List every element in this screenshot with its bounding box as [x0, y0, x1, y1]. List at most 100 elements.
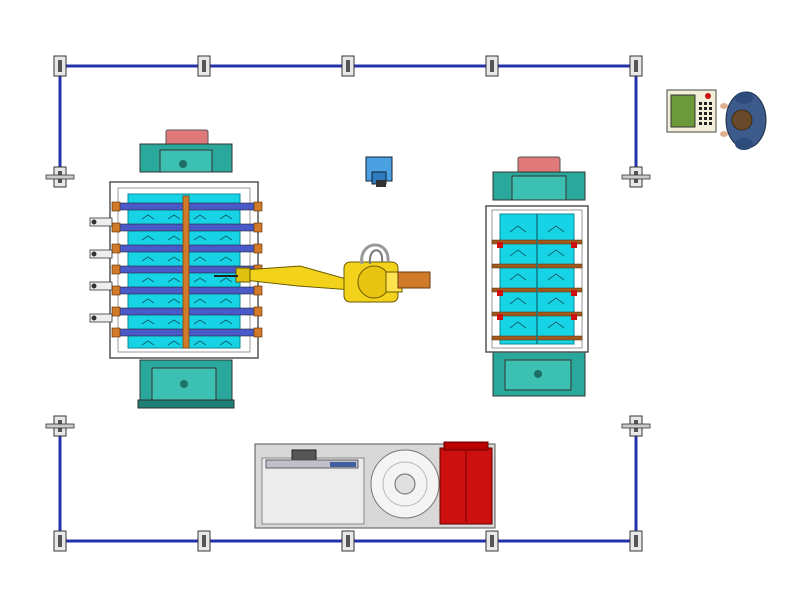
operator [720, 91, 767, 150]
fixture-chevron [193, 319, 207, 325]
fixture-chevron [219, 298, 233, 304]
pendant-key [704, 112, 707, 115]
pendant-key [709, 102, 712, 105]
fixture-chevron [219, 214, 233, 220]
fixture-chevron [167, 277, 181, 283]
operator-hand-top [720, 103, 728, 109]
safety-fence [45, 55, 651, 552]
positioner-frame-inner [491, 209, 583, 349]
grid-clamp [571, 242, 577, 248]
side-clamp [89, 217, 113, 227]
fence-post-core [490, 60, 494, 72]
fence-post-core [346, 60, 350, 72]
fixture-chevron [167, 340, 181, 346]
operator-hand-bottom [720, 131, 728, 137]
side-clamp-knob [91, 283, 97, 289]
grid-chevron [509, 225, 527, 233]
grid-clamp [571, 290, 577, 296]
fixture-chevron [193, 298, 207, 304]
pendant-key [704, 107, 707, 110]
fence-post-core [490, 535, 494, 547]
clamp-end [111, 243, 121, 254]
grid-clamp [497, 242, 503, 248]
clamp-end [111, 201, 121, 212]
welding-robot [214, 243, 431, 303]
clamp-end [253, 222, 263, 233]
clamp-end [253, 201, 263, 212]
fence-posts [45, 55, 651, 552]
fence-foot [621, 423, 651, 429]
pendant-key [709, 112, 712, 115]
pendant-keypad [699, 102, 712, 125]
side-clamp [89, 249, 113, 259]
grid-clamp [497, 290, 503, 296]
clamp-end [111, 327, 121, 338]
robot-cable-2 [368, 249, 384, 265]
pendant-key [709, 117, 712, 120]
grid-chevron [509, 273, 527, 281]
pendant-key [699, 117, 702, 120]
controller-handle [376, 180, 386, 187]
gas-cabinet-top [443, 441, 489, 451]
robot-turntable [357, 265, 391, 299]
clamp-end [253, 306, 263, 317]
fixture-chevron [219, 256, 233, 262]
wire-spool-hub [394, 473, 416, 495]
headstock-plate-top [511, 175, 567, 201]
clamp-end [111, 222, 121, 233]
robot-rail [397, 271, 431, 289]
operator-arm-top [735, 92, 753, 104]
fixture-chevron [141, 277, 155, 283]
grid-chevron [509, 249, 527, 257]
fixture-chevron [167, 256, 181, 262]
side-clamp-knob [91, 219, 97, 225]
fixture-chevron [219, 319, 233, 325]
grid-chevron [547, 297, 565, 305]
welding-positioner-left [89, 129, 263, 409]
fixture-brace [182, 195, 190, 349]
fixture-chevron [141, 319, 155, 325]
pendant-key [704, 102, 707, 105]
robot-cable [360, 243, 390, 265]
fixture-chevron [141, 298, 155, 304]
pendant-key [704, 117, 707, 120]
clamp-end [111, 285, 121, 296]
operator-arm-bottom [735, 138, 753, 150]
fence-post-core [634, 60, 638, 72]
fixture-chevron [193, 277, 207, 283]
fence-post-core [202, 535, 206, 547]
fixture-chevron [141, 340, 155, 346]
fixture-chevron [141, 256, 155, 262]
tailstock-bolt [534, 370, 542, 378]
welding-positioner-right [485, 156, 589, 397]
grid-clamp [497, 314, 503, 320]
headstock-plate-top [159, 149, 213, 173]
fence-foot [45, 423, 75, 429]
grid-chevron [547, 273, 565, 281]
operator-head [731, 109, 753, 131]
pendant-key [709, 107, 712, 110]
fixture-chevron [219, 235, 233, 241]
grid-chevron [509, 321, 527, 329]
grid-chevron [509, 297, 527, 305]
robot-wrist [235, 267, 251, 283]
robot-controller [365, 156, 393, 187]
clamp-end [253, 243, 263, 254]
station-controls [330, 462, 356, 467]
clamp-end [111, 306, 121, 317]
wire-spool-ring [382, 461, 428, 507]
fixture-chevron [193, 340, 207, 346]
side-clamp-knob [91, 251, 97, 257]
fence-post-core [202, 60, 206, 72]
fence-post-core [634, 535, 638, 547]
grid-clamp [571, 314, 577, 320]
welding-power-station [254, 441, 496, 529]
fence-post-core [58, 535, 62, 547]
tailstock-bolt [180, 380, 188, 388]
teach-pendant [666, 89, 717, 133]
tailstock-foot [137, 399, 235, 409]
grid-chevron [547, 225, 565, 233]
station-rail [265, 459, 359, 469]
